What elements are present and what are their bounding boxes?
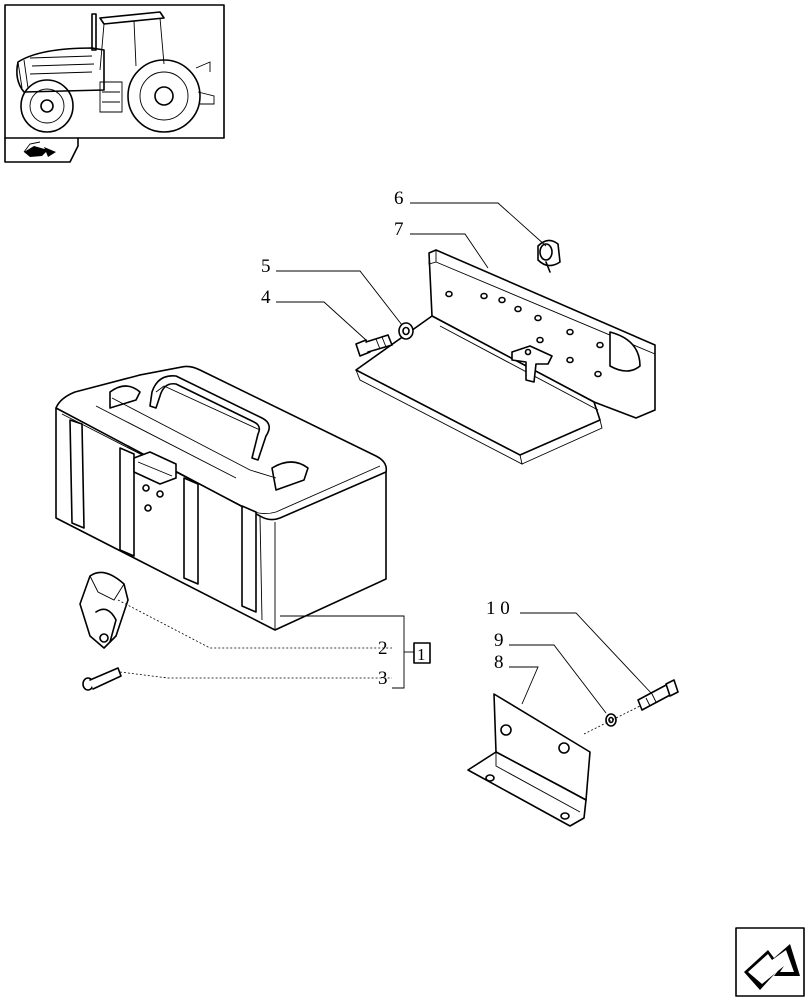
tool-box-bracket-part-7 <box>355 249 656 465</box>
callout-labels: 6 7 5 4 1 0 9 8 2 3 1 <box>261 188 510 689</box>
callout-5: 5 <box>261 256 271 277</box>
callout-8: 8 <box>494 652 504 673</box>
callout-1: 1 <box>417 645 426 664</box>
clamp-part-2 <box>79 571 129 649</box>
callout-2: 2 <box>378 638 388 659</box>
bolt-part-4 <box>355 334 393 357</box>
tool-box-part-1 <box>55 365 388 631</box>
leader-lines <box>117 202 653 735</box>
bracket-holes <box>445 290 604 378</box>
latch-pin-part-6 <box>537 239 561 273</box>
washer-part-5 <box>398 322 414 340</box>
next-page-arrow-icon[interactable] <box>735 927 805 997</box>
callout-6: 6 <box>394 188 404 209</box>
tractor-thumbnail[interactable] <box>4 4 225 139</box>
mounting-plate-part-8 <box>467 693 591 827</box>
book-arrow-icon[interactable] <box>4 137 79 163</box>
callout-7: 7 <box>394 219 404 240</box>
washer-part-9 <box>605 713 617 727</box>
callout-1-box <box>413 642 431 664</box>
callout-10: 1 0 <box>486 598 510 619</box>
callout-3: 3 <box>378 668 388 689</box>
bolt-part-10 <box>637 679 679 711</box>
rivet-part-3 <box>82 667 122 691</box>
callout-4: 4 <box>261 287 271 308</box>
callout-9: 9 <box>494 630 504 651</box>
